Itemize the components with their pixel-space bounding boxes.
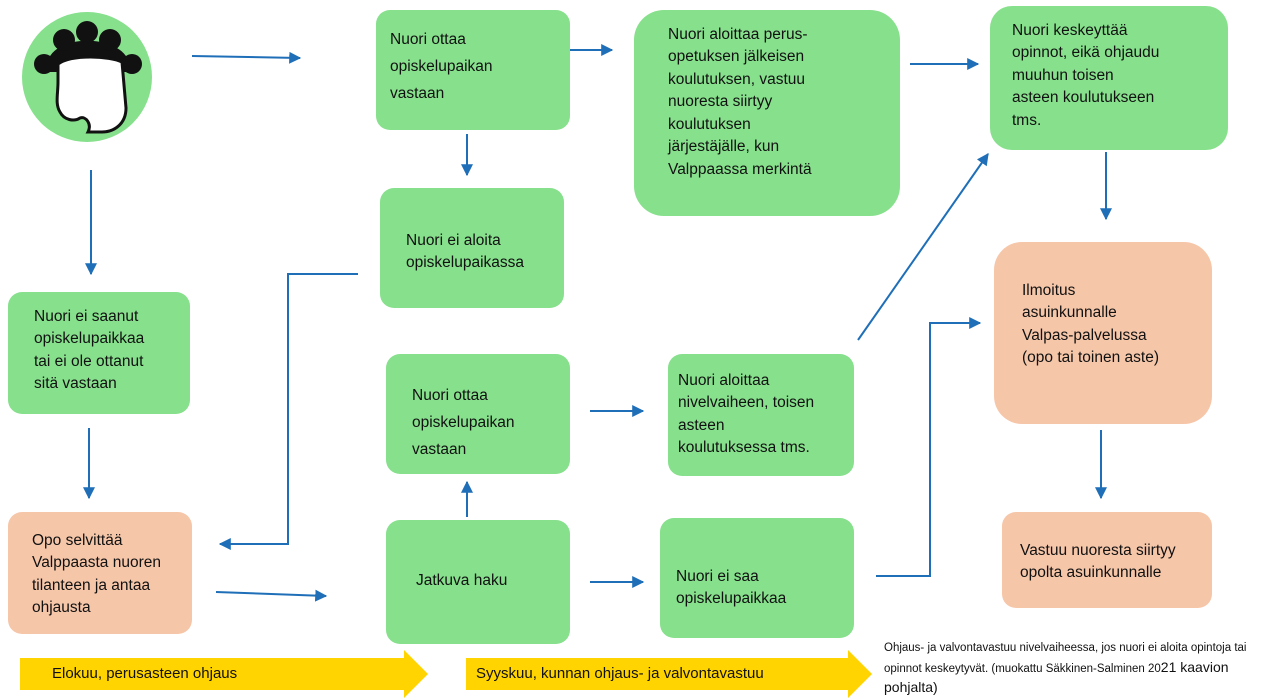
august-band-label: Elokuu, perusasteen ohjaus [52, 665, 238, 682]
box-accepts-place: Nuori ottaa opiskelupaikan vastaan [376, 10, 570, 130]
box-accepts-place-2: Nuori ottaa opiskelupaikan vastaan [386, 354, 570, 474]
box-drops-out: Nuori keskeyttää opinnot, eikä ohjaudu m… [990, 6, 1228, 150]
box-no-place: Nuori ei saanut opiskelupaikkaa tai ei o… [8, 292, 190, 414]
figure-caption: Ohjaus- ja valvontavastuu nivelvaiheessa… [884, 640, 1264, 698]
september-band-arrow [466, 650, 872, 698]
caption-tail: 21 kaavion pohjalta) [884, 658, 1229, 696]
box-drops-out-text: Nuori keskeyttää opinnot, eikä ohjaudu m… [1012, 22, 1160, 129]
box-no-place-text: Nuori ei saanut opiskelupaikkaa tai ei o… [34, 308, 145, 393]
student-avatar [22, 12, 152, 142]
caption-main: Ohjaus- ja valvontavastuu nivelvaiheessa… [884, 642, 1247, 675]
september-band-label: Syyskuu, kunnan ohjaus- ja valvontavastu… [476, 665, 764, 682]
box-responsibility-text: Vastuu nuoresta siirtyy opolta asuinkunn… [1020, 542, 1176, 582]
arrow-b11-to-b6 [876, 317, 982, 577]
box-continuous-application-text: Jatkuva haku [416, 572, 508, 589]
box-notification: Ilmoitus asuinkunnalle Valpas-palvelussa… [994, 242, 1212, 424]
arrow-avatar-to-b1 [191, 51, 302, 64]
student-face-icon [22, 12, 152, 142]
box-counselor-text: Opo selvittää Valppaasta nuoren tilantee… [32, 532, 161, 617]
box-notification-text: Ilmoitus asuinkunnalle Valpas-palvelussa… [1022, 282, 1160, 367]
box-does-not-start-text: Nuori ei aloita opiskelupaikassa [406, 232, 525, 272]
box-transition-phase: Nuori aloittaa nivelvaiheen, toisen aste… [668, 354, 854, 476]
box-transition-phase-text: Nuori aloittaa nivelvaiheen, toisen aste… [678, 372, 815, 457]
box-does-not-start: Nuori ei aloita opiskelupaikassa [380, 188, 564, 308]
box-starts-education-text: Nuori aloittaa perus- opetuksen jälkeise… [668, 26, 812, 178]
box-counselor: Opo selvittää Valppaasta nuoren tilantee… [8, 512, 192, 634]
arrow-b9-to-b10 [215, 589, 328, 602]
box-responsibility: Vastuu nuoresta siirtyy opolta asuinkunn… [1002, 512, 1212, 608]
august-band-arrow [20, 650, 428, 698]
box-no-place-2: Nuori ei saa opiskelupaikkaa [660, 518, 854, 638]
box-no-place-2-text: Nuori ei saa opiskelupaikkaa [676, 568, 787, 608]
arrow-b4-to-b9 [218, 273, 358, 550]
box-continuous-application: Jatkuva haku [386, 520, 570, 644]
box-accepts-place-2-text: Nuori ottaa opiskelupaikan vastaan [412, 387, 515, 459]
box-accepts-place-text: Nuori ottaa opiskelupaikan vastaan [390, 31, 493, 103]
arrow-b8-to-b3 [857, 153, 989, 341]
box-starts-education: Nuori aloittaa perus- opetuksen jälkeise… [634, 10, 900, 216]
